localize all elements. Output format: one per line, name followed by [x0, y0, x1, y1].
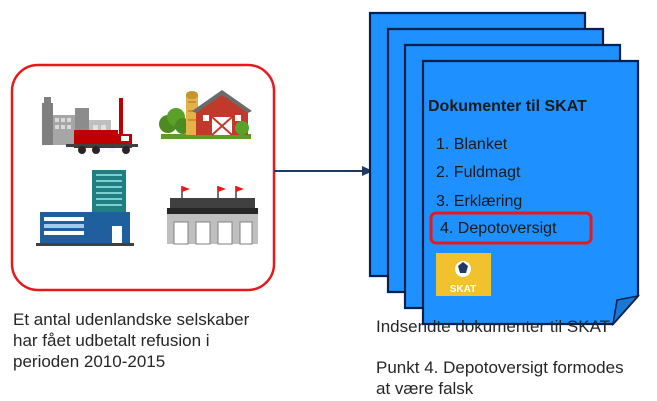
companies-caption-line-1: Et antal udenlandske selskaber	[13, 310, 250, 329]
claim-caption-line-2: at være falsk	[376, 379, 474, 398]
flow-arrow	[274, 166, 373, 176]
factory-truck-icon	[42, 97, 138, 154]
document-item-3: 3. Erklæring	[436, 193, 523, 210]
farm-barn-icon	[159, 90, 252, 139]
office-building-icon	[36, 170, 134, 246]
skat-logo: SKAT	[436, 253, 491, 296]
depotoversigt-highlight	[429, 211, 593, 245]
companies-caption: Et antal udenlandske selskaber har fået …	[13, 309, 249, 372]
companies-caption-line-2: har fået udbetalt refusion i	[13, 331, 210, 350]
claim-caption: Punkt 4. Depotoversigt formodes at være …	[376, 357, 624, 399]
warehouse-icon	[167, 186, 258, 245]
document-item-1: 1. Blanket	[436, 136, 508, 153]
document-item-2: 2. Fuldmagt	[436, 164, 521, 181]
skat-logo-text: SKAT	[450, 284, 476, 295]
companies-caption-line-3: perioden 2010-2015	[13, 352, 166, 371]
claim-caption-line-1: Punkt 4. Depotoversigt formodes	[376, 358, 624, 377]
document-item-4: 4. Depotoversigt	[440, 220, 557, 237]
companies-panel	[10, 63, 276, 292]
sent-documents-caption: Indsendte dokumenter til SKAT	[376, 317, 611, 336]
documents-title: Dokumenter til SKAT	[428, 98, 587, 115]
